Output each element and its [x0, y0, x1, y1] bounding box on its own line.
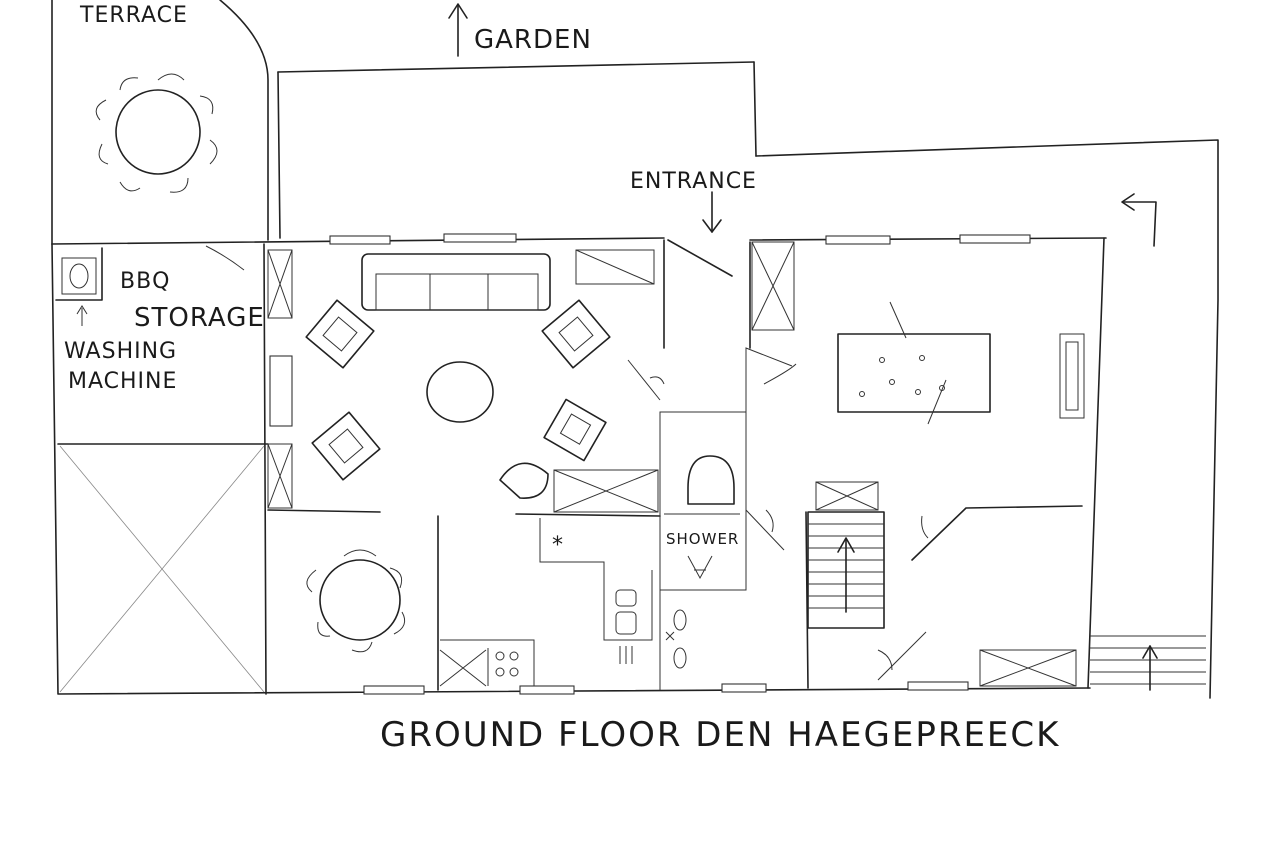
living-room [267, 249, 665, 691]
turn-arrow-icon [1121, 193, 1157, 247]
plan-title: GROUND FLOOR DEN HAEGEPREECK [380, 715, 1060, 755]
armchair [541, 299, 611, 369]
svg-text:*: * [552, 533, 564, 558]
coffee-table [426, 361, 494, 423]
outside-stairs [1090, 635, 1206, 691]
garden-arrow-icon [448, 3, 468, 57]
entrance-door [667, 239, 733, 277]
armchair [543, 398, 607, 462]
storage-room: BBQ STORAGE WASHING MACHINE [61, 245, 265, 394]
windows [269, 233, 1031, 695]
entrance-label: ENTRANCE [630, 169, 757, 194]
terrace-label: TERRACE [79, 3, 188, 28]
garden-label: GARDEN [474, 25, 592, 55]
armchair [305, 299, 375, 369]
entrance: ENTRANCE [630, 169, 757, 277]
bathroom: SHOWER [659, 347, 797, 690]
bbq-label: BBQ [120, 269, 171, 294]
armchair [311, 411, 381, 481]
bbq-icon [61, 257, 97, 295]
staircase [807, 481, 885, 629]
washing-machine-arrow-icon [76, 305, 88, 326]
garden-area: GARDEN [277, 3, 1219, 699]
machine-label: MACHINE [68, 369, 177, 394]
house-walls [51, 237, 1107, 695]
right-room [751, 193, 1206, 691]
kitchen: * [439, 518, 653, 687]
dining-area [306, 549, 406, 653]
terrace-round-table [95, 73, 218, 193]
sofa [361, 253, 551, 311]
entrance-arrow-icon [702, 191, 722, 233]
terrace-area: TERRACE [51, 0, 269, 245]
washing-label: WASHING [64, 339, 177, 364]
shed-area [59, 445, 265, 693]
storage-label: STORAGE [134, 303, 265, 333]
shower-label: SHOWER [666, 530, 739, 548]
dining-table-right [837, 301, 991, 425]
